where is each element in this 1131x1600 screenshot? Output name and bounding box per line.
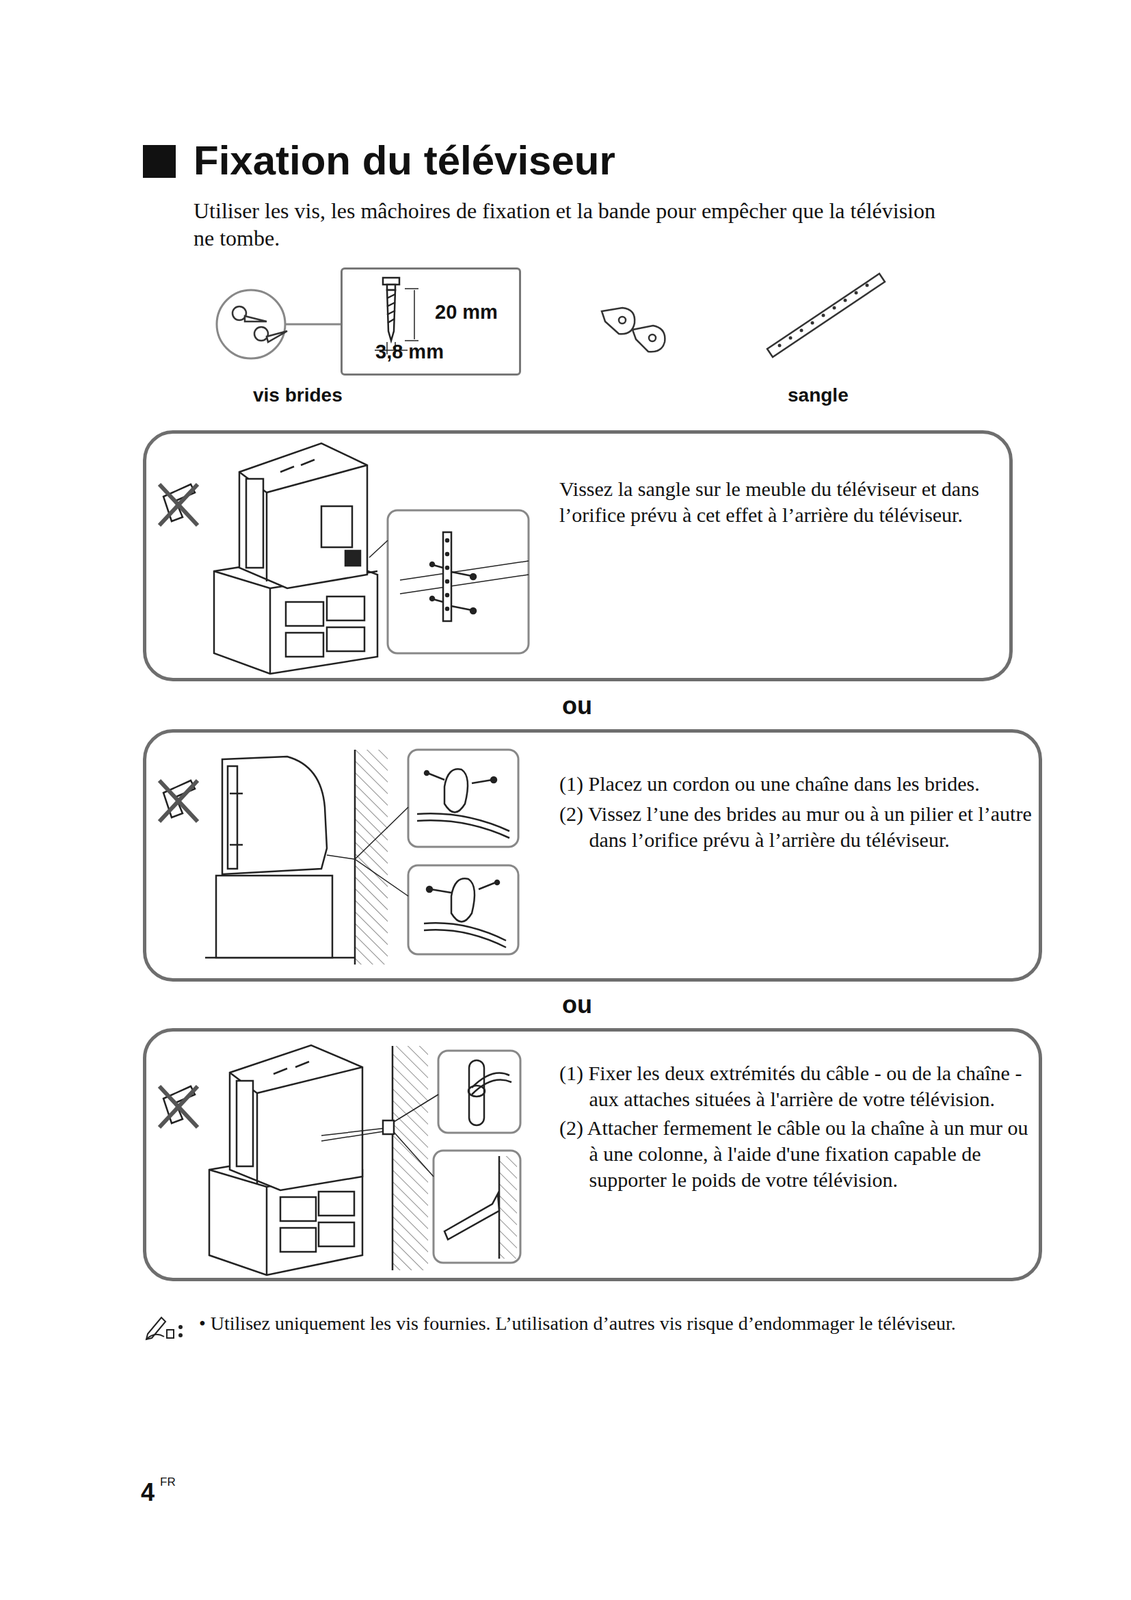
dimension-label: 20 mm: [434, 299, 498, 325]
part-name: sangle: [787, 383, 849, 407]
intro-text: Utiliser les vis, les mâchoires de fixat…: [193, 196, 956, 252]
dimension-box: 20 mm 3,8 mm: [340, 267, 522, 376]
screws-icon: [216, 289, 341, 359]
part-name: vis brides: [253, 383, 343, 407]
language-code: FR: [160, 1474, 176, 1489]
or-separator: ou: [562, 989, 593, 1019]
instruction-panel: (1) Fixer les deux extrémités du câble -…: [142, 1027, 1043, 1281]
instruction-step: (2) Vissez l’une des brides au mur ou à …: [559, 800, 1034, 853]
strap-illustration: [159, 443, 529, 674]
instruction-step: (2) Attacher fermement le câble ou la ch…: [559, 1114, 1034, 1193]
instruction-step: (1) Fixer les deux extrémités du câble -…: [559, 1059, 1034, 1112]
instruction-panel: (1) Placez un cordon ou une chaîne dans …: [142, 728, 1043, 982]
dimension-label: 3,8 mm: [375, 339, 444, 365]
note-text: • Utilisez uniquement les vis fournies. …: [198, 1312, 1014, 1335]
bracket-illustration: [159, 749, 519, 965]
brackets-icon: [601, 307, 665, 352]
title-square: [142, 144, 176, 178]
cable-illustration: [159, 1044, 521, 1275]
instruction-text: Vissez la sangle sur le meuble du télévi…: [559, 475, 1004, 528]
note-icon: [146, 1316, 182, 1339]
or-separator: ou: [562, 690, 593, 721]
instruction-panel: Vissez la sangle sur le meuble du télévi…: [142, 430, 1013, 682]
instruction-step: (1) Placez un cordon ou une chaîne dans …: [559, 770, 1034, 797]
page-title: Fixation du téléviseur: [193, 136, 616, 184]
page-number: 4: [140, 1477, 155, 1507]
strap-icon: [767, 273, 885, 357]
